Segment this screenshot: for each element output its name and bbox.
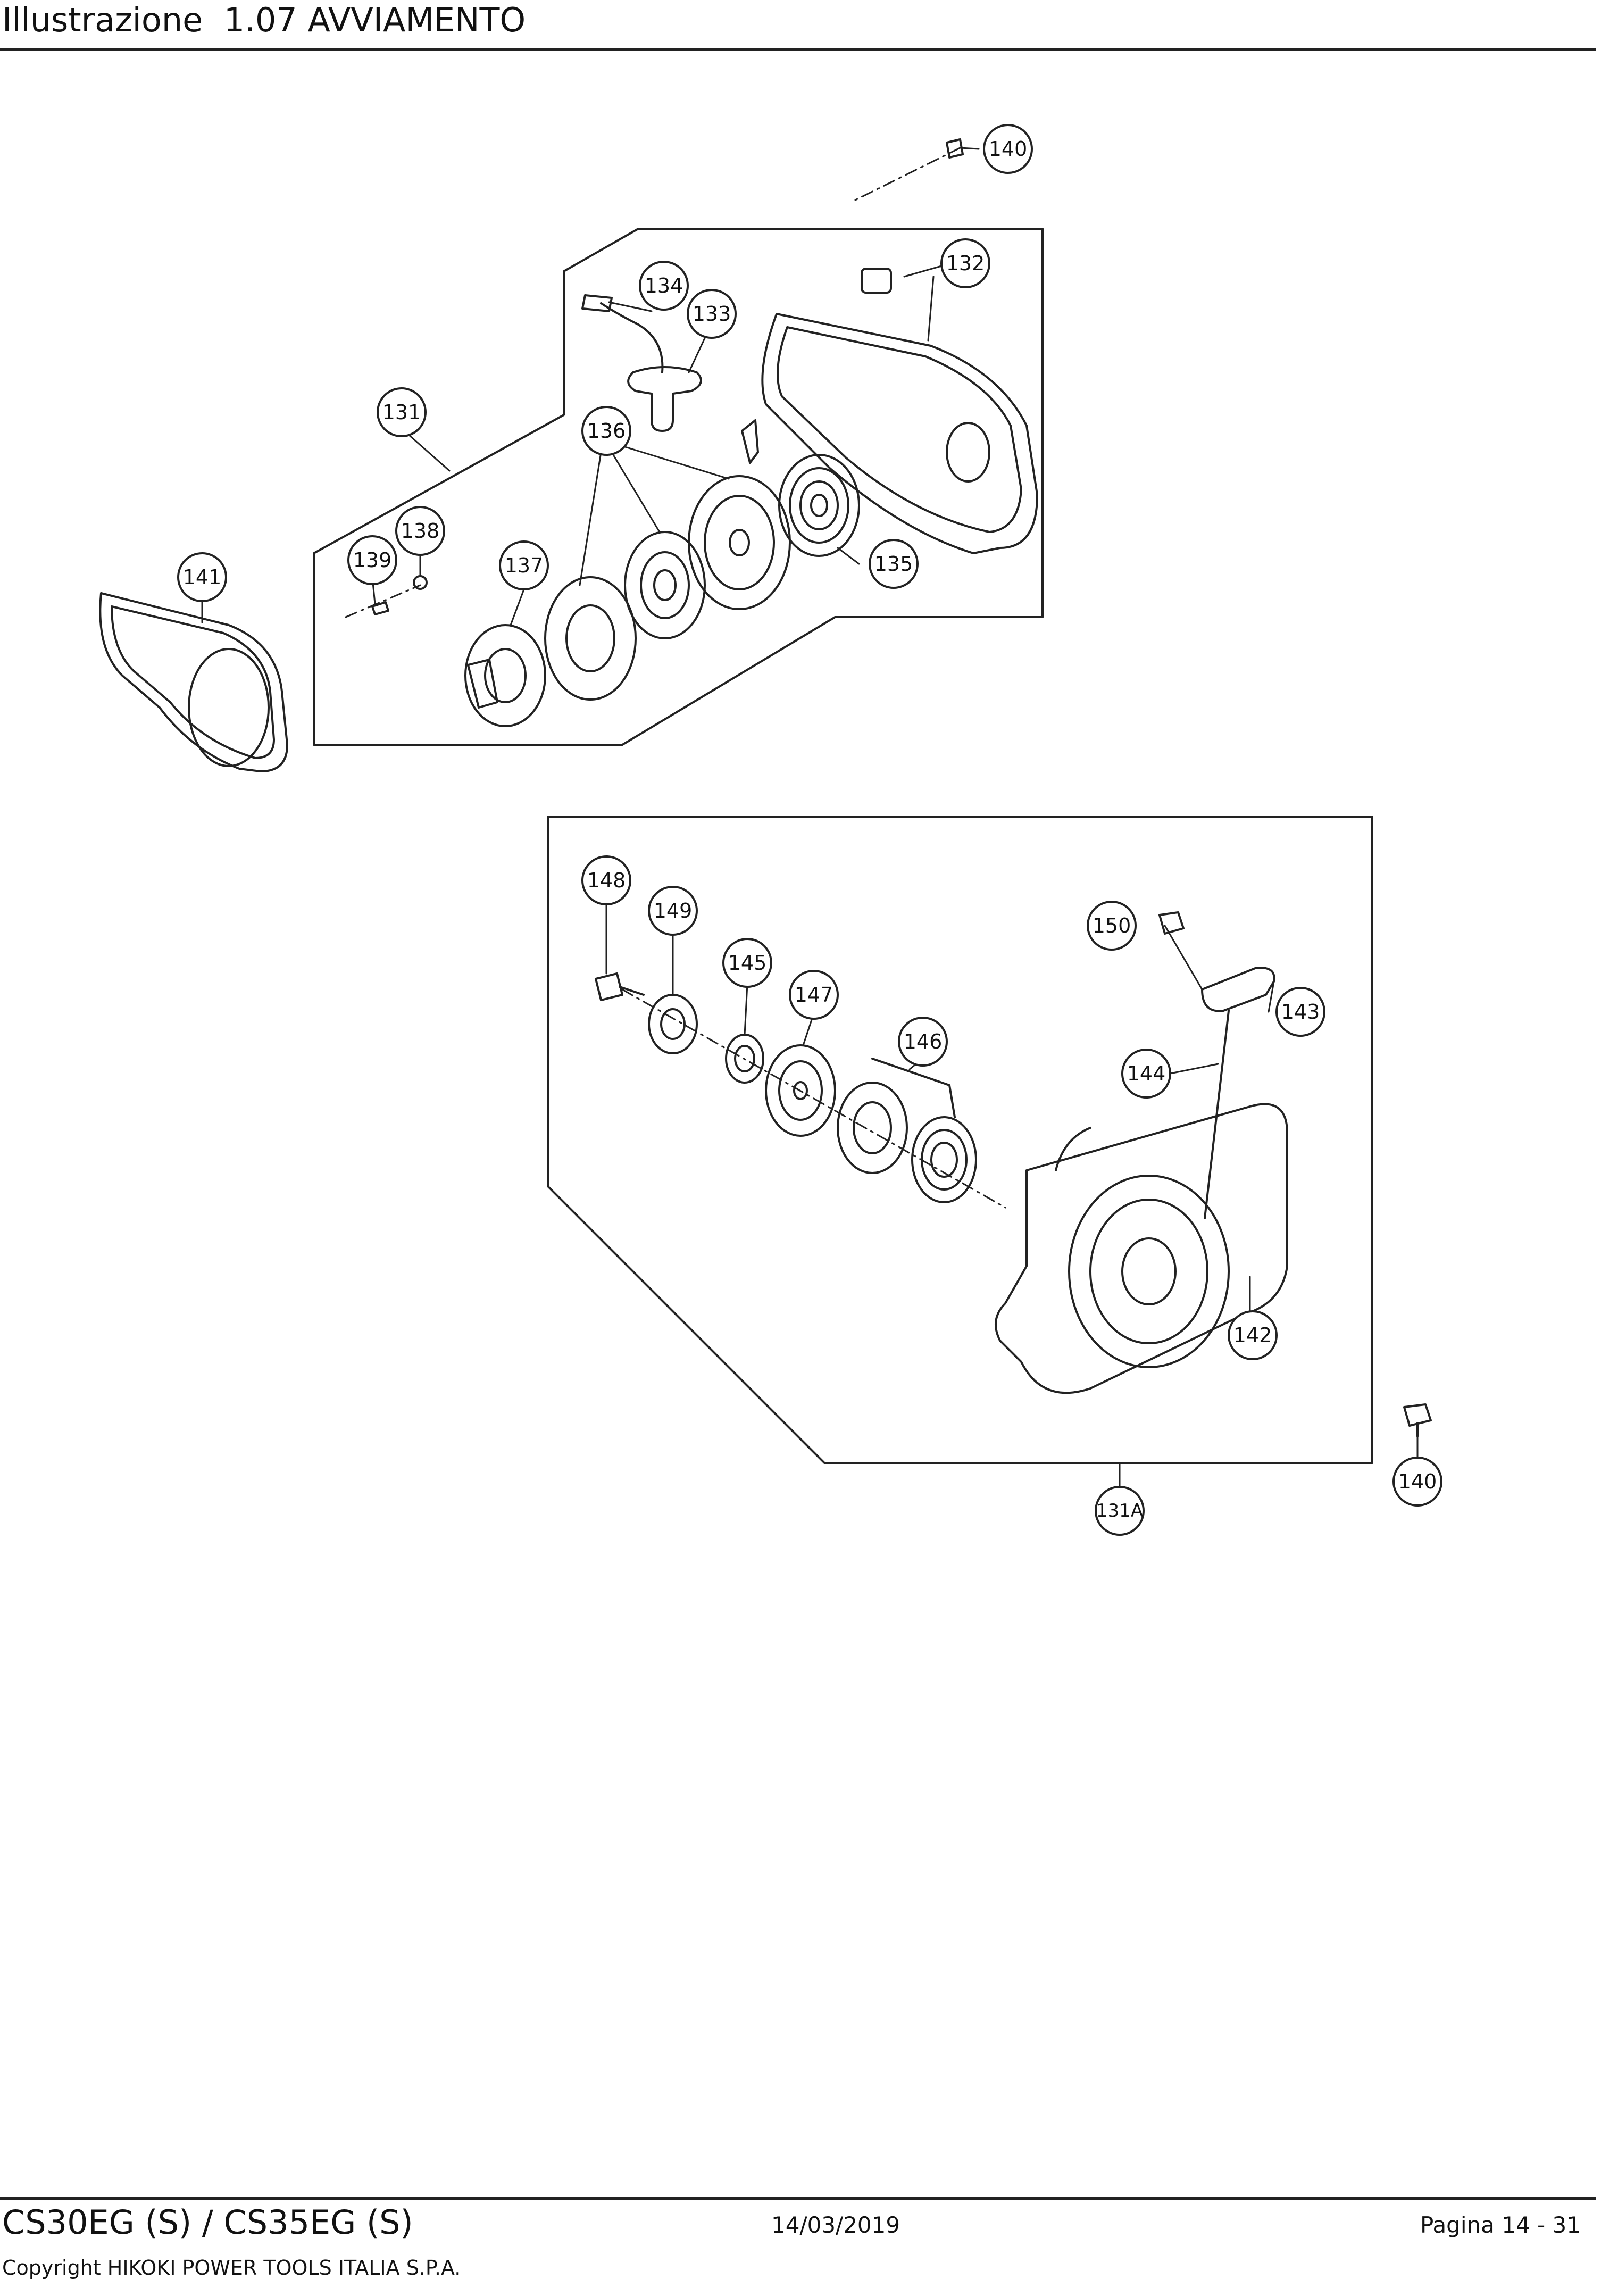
part-150-clip (1158, 911, 1185, 935)
part-135-spring (778, 454, 860, 557)
part-137-ring (544, 576, 637, 701)
callout-131A: 131A (1095, 1486, 1145, 1536)
footer-model: CS30EG (S) / CS35EG (S) (2, 2203, 413, 2242)
page-title: Illustrazione 1.07 AVVIAMENTO (2, 1, 526, 39)
callout-148: 148 (581, 855, 631, 905)
callout-label-141: 141 (183, 565, 222, 589)
callout-150: 150 (1087, 901, 1137, 951)
group-border-131A (547, 816, 1373, 1464)
page-label: Pagina (1420, 2212, 1495, 2238)
callout-149: 149 (648, 886, 698, 936)
callout-142: 142 (1228, 1310, 1278, 1360)
callout-136: 136 (581, 406, 631, 456)
callout-144: 144 (1121, 1049, 1171, 1099)
part-133-handle (581, 294, 702, 432)
callout-140-lower: 140 (1392, 1457, 1442, 1507)
group-border-131 (313, 228, 1044, 746)
callout-label-135: 135 (874, 552, 913, 576)
callout-label-145: 145 (728, 951, 767, 975)
callout-147: 147 (789, 970, 839, 1020)
part-140-screw-upper (946, 138, 964, 159)
title-number: 1.07 (223, 1, 297, 39)
part-140-screw-lower (1403, 1403, 1432, 1437)
callout-146: 146 (898, 1017, 948, 1067)
callout-131: 131 (377, 387, 427, 437)
leader-lines (201, 147, 1419, 1491)
callout-138: 138 (395, 506, 445, 556)
callout-label-137: 137 (505, 554, 544, 577)
callout-label-150: 150 (1093, 914, 1131, 937)
title-name: AVVIAMENTO (307, 1, 526, 39)
callout-label-147: 147 (795, 983, 833, 1006)
callout-145: 145 (722, 938, 772, 988)
callout-143: 143 (1275, 987, 1325, 1037)
part-149 (648, 994, 698, 1054)
footer-divider (0, 2197, 1596, 2200)
page-total: 31 (1552, 2212, 1581, 2238)
callout-label-146: 146 (904, 1030, 943, 1053)
callout-label-144: 144 (1127, 1062, 1166, 1085)
footer-copyright: Copyright HIKOKI POWER TOOLS ITALIA S.P.… (2, 2256, 461, 2280)
part-146 (837, 1058, 977, 1203)
part-141-cover (99, 592, 288, 772)
callout-137: 137 (499, 540, 549, 590)
part-132-housing (741, 268, 1038, 554)
part-136-pulley (624, 531, 706, 639)
alignment-lines (345, 147, 1006, 1209)
page-header: Illustrazione 1.07 AVVIAMENTO (0, 0, 1601, 53)
part-143-handle (1201, 967, 1275, 1219)
part-139-screw (371, 601, 389, 615)
callout-label-148: 148 (587, 869, 626, 892)
callout-132: 132 (940, 238, 990, 288)
callout-label-143: 143 (1281, 1000, 1320, 1024)
callout-label-131A: 131A (1096, 1500, 1143, 1521)
part-137 (464, 624, 546, 727)
page-current: 14 (1502, 2212, 1530, 2238)
callout-label-138: 138 (401, 519, 440, 543)
callout-139: 139 (347, 535, 397, 585)
header-divider (0, 48, 1596, 51)
footer-date: 14/03/2019 (771, 2212, 900, 2238)
callout-141: 141 (177, 552, 227, 602)
callout-label-136: 136 (587, 419, 626, 443)
callout-label-139: 139 (353, 548, 392, 572)
callout-135: 135 (869, 539, 919, 589)
callout-label-134: 134 (645, 274, 683, 297)
callout-140-upper: 140 (983, 124, 1033, 174)
callout-label-132: 132 (946, 252, 985, 275)
part-136-reel (688, 475, 791, 610)
callout-label-142: 142 (1233, 1324, 1272, 1347)
part-148-bolt (595, 972, 645, 1001)
title-prefix: Illustrazione (2, 1, 203, 39)
footer-page-number: Pagina 14 - 31 (1420, 2212, 1581, 2238)
callout-label-133: 133 (693, 302, 731, 326)
callout-label-131: 131 (382, 401, 421, 424)
part-147 (765, 1044, 836, 1137)
callout-label-149: 149 (654, 899, 693, 922)
callout-134: 134 (639, 261, 689, 311)
callout-label-140-lower: 140 (1398, 1470, 1437, 1493)
callout-label-140-upper: 140 (989, 137, 1028, 161)
part-142-housing (995, 1103, 1288, 1394)
callout-133: 133 (687, 289, 737, 339)
callouts: 131 132 133 134 135 136 137 138 139 140 … (177, 124, 1442, 1536)
